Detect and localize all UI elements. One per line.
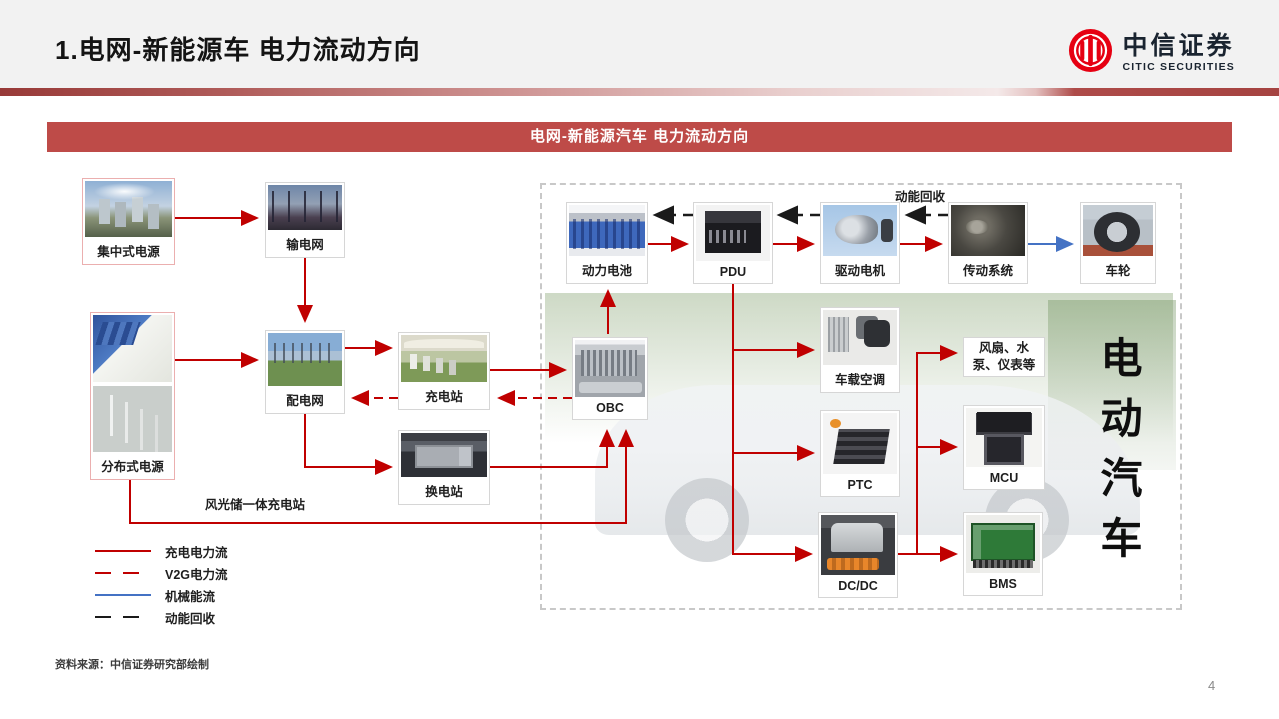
node-label: 输电网 <box>286 238 324 252</box>
node-label: 配电网 <box>286 394 324 408</box>
swap-station-photo <box>401 433 487 477</box>
node-label: PTC <box>847 478 873 492</box>
legend-row-mechanical: 机械能流 <box>95 584 228 606</box>
node-bms: BMS <box>963 512 1043 596</box>
black-dashed-line-sample <box>95 615 151 619</box>
section-banner: 电网-新能源汽车 电力流动方向 <box>47 122 1232 152</box>
node-ptc: PTC <box>820 410 900 497</box>
node-power-battery: 动力电池 <box>566 202 648 284</box>
node-transmission-grid: 输电网 <box>265 182 345 258</box>
node-label: 换电站 <box>425 485 463 499</box>
node-label: 传动系统 <box>962 264 1013 278</box>
node-label: 动力电池 <box>581 264 632 278</box>
citic-logo-icon <box>1067 27 1114 79</box>
node-mcu: MCU <box>963 405 1045 490</box>
node-obc: OBC <box>572 337 648 420</box>
solar-house-photo <box>93 315 172 382</box>
logo-en-text: CITIC SECURITIES <box>1122 60 1235 73</box>
legend-label: V2G电力流 <box>165 567 228 582</box>
substation-photo <box>268 333 342 386</box>
legend: 充电电力流 V2G电力流 机械能流 动能回收 <box>95 540 228 628</box>
node-label: DC/DC <box>838 579 878 593</box>
legend-row-v2g: V2G电力流 <box>95 562 228 584</box>
ptc-heater-photo <box>823 413 897 474</box>
drive-motor-photo <box>823 205 897 256</box>
integrated-station-label: 风光储一体充电站 <box>205 498 306 512</box>
node-ac: 车载空调 <box>820 307 900 393</box>
dcdc-converter-photo <box>821 515 895 575</box>
node-pdu: PDU <box>693 202 773 284</box>
kinetic-recovery-label: 动能回收 <box>895 190 946 204</box>
bms-board-photo <box>966 515 1040 573</box>
node-dcdc: DC/DC <box>818 512 898 598</box>
citic-logo: 中信证券 CITIC SECURITIES <box>1067 27 1235 79</box>
blue-solid-line-sample <box>95 594 151 596</box>
background-car-wheel <box>665 478 749 562</box>
battery-pack-photo <box>569 205 645 256</box>
node-distribution-grid: 配电网 <box>265 330 345 414</box>
legend-label: 充电电力流 <box>165 545 228 560</box>
ac-compressor-photo <box>823 310 897 365</box>
node-label: 风扇、水泵、仪表等 <box>972 341 1036 372</box>
charging-station-photo <box>401 335 487 382</box>
legend-row-charge: 充电电力流 <box>95 540 228 562</box>
ev-dashed-frame <box>540 183 1182 610</box>
legend-label: 动能回收 <box>165 611 216 626</box>
wind-turbine-photo <box>93 385 172 452</box>
node-label: 车轮 <box>1105 264 1131 278</box>
node-drivetrain: 传动系统 <box>948 202 1028 284</box>
logo-cn-text: 中信证券 <box>1122 32 1235 60</box>
header-band <box>0 0 1279 90</box>
node-charging-station: 充电站 <box>398 332 490 410</box>
node-label: 集中式电源 <box>97 245 160 259</box>
node-label: BMS <box>989 577 1017 591</box>
node-swap-station: 换电站 <box>398 430 490 505</box>
ev-vertical-label: 电动汽车 <box>1095 336 1142 576</box>
obc-photo <box>575 340 645 397</box>
legend-label: 机械能流 <box>165 589 216 604</box>
node-label: 分布式电源 <box>101 460 164 474</box>
node-accessories: 风扇、水泵、仪表等 <box>963 337 1045 377</box>
node-wheel: 车轮 <box>1080 202 1156 284</box>
source-note: 资料来源：中信证券研究部绘制 <box>55 659 209 671</box>
node-label: 车载空调 <box>834 373 885 387</box>
title-divider <box>0 88 1279 96</box>
node-label: 驱动电机 <box>834 264 885 278</box>
power-plant-photo <box>85 181 172 237</box>
red-solid-line-sample <box>95 550 151 552</box>
pdu-photo <box>696 205 770 261</box>
red-dashed-line-sample <box>95 571 151 575</box>
node-distributed-power: 分布式电源 <box>90 312 175 480</box>
drivetrain-photo <box>951 205 1025 256</box>
node-drive-motor: 驱动电机 <box>820 202 900 284</box>
legend-row-kinetic: 动能回收 <box>95 606 228 628</box>
node-label: OBC <box>596 401 624 415</box>
node-label: MCU <box>989 471 1019 485</box>
node-label: PDU <box>719 265 747 279</box>
node-centralized-power: 集中式电源 <box>82 178 175 265</box>
wheel-photo <box>1083 205 1153 256</box>
page-title: 1.电网-新能源车 电力流动方向 <box>55 35 421 65</box>
mcu-chips-photo <box>966 408 1042 467</box>
node-label: 充电站 <box>425 390 463 404</box>
page-number: 4 <box>1208 678 1216 693</box>
transmission-towers-photo <box>268 185 342 230</box>
